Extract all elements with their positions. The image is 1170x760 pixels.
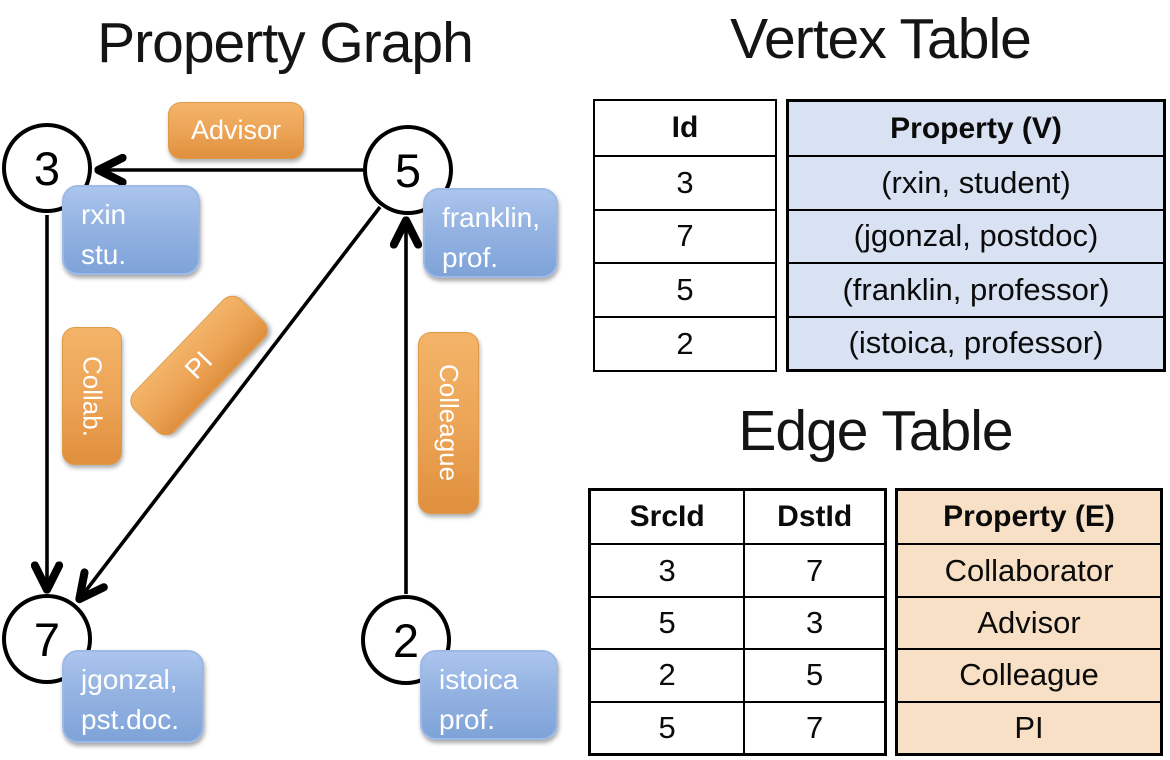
edge-label-advisor-text: Advisor (190, 115, 282, 145)
vertex-table-property-header: Property (V) (890, 111, 1062, 145)
edge-table-dstid-cell: 5 (743, 648, 884, 701)
vertex-table-id-cell: 2 (595, 316, 775, 370)
graph-edges (30, 153, 423, 604)
edge-label-collab: Collab. (62, 327, 122, 465)
edge-table-id-columns: SrcId DstId 3 7 5 3 2 5 5 7 (588, 488, 887, 756)
edge-table-dstid-cell: 7 (743, 700, 884, 753)
edge-table-dstid-header: DstId (743, 491, 884, 544)
vertex-table-property-column: Property (V) (rxin, student) (jgonzal, p… (786, 99, 1166, 372)
vertex-table-property-cell: (jgonzal, postdoc) (789, 208, 1163, 262)
vertex-label-rxin-line2: stu. (81, 239, 127, 270)
node-5-id: 5 (394, 143, 422, 197)
vertex-table-id-cell: 7 (595, 208, 775, 263)
vertex-label-jgonzal-line1: jgonzal, (81, 664, 178, 695)
vertex-table-property-cell: (franklin, professor) (789, 262, 1163, 315)
edge-table-property-header: Property (E) (943, 500, 1115, 534)
edge-label-colleague: Colleague (418, 332, 479, 514)
edge-table-property-cell: Collaborator (898, 543, 1160, 595)
edge-table-dstid-cell: 7 (743, 543, 884, 596)
edge-label-pi-text: PI (178, 345, 219, 385)
graph-node-2: 2 (361, 595, 451, 685)
edge-table-title: Edge Table (738, 399, 1013, 463)
edge-table-srcid-header: SrcId (629, 500, 705, 534)
node-7-id: 7 (33, 612, 61, 666)
edge-table-property-cell: Advisor (898, 595, 1160, 648)
vertex-label-istoica-line1: istoica (439, 664, 519, 695)
edge-pi-arrow (75, 205, 382, 604)
vertex-table-id-column: Id 3 7 5 2 (593, 99, 777, 372)
edge-table-dstid-cell: 3 (743, 595, 884, 649)
edge-table-srcid-cell: 5 (591, 700, 744, 753)
edge-table-srcid-cell: 3 (591, 543, 744, 595)
edge-table-property-cell: PI (898, 700, 1160, 753)
graph-node-5: 5 (363, 125, 453, 215)
vertex-table-property-cell: (rxin, student) (789, 155, 1163, 208)
edge-table-property-cell: Colleague (898, 648, 1160, 700)
edge-table-srcid-cell: 2 (591, 648, 744, 700)
vertex-label-franklin-line1: franklin, (442, 202, 541, 233)
vertex-table-id-cell: 3 (595, 154, 775, 209)
vertex-table-id-header: Id (671, 110, 699, 144)
edge-label-colleague-text: Colleague (434, 364, 464, 482)
vertex-label-istoica: istoica prof. (420, 650, 558, 740)
node-2-id: 2 (392, 613, 420, 667)
edge-label-collab-text: Collab. (77, 355, 108, 437)
vertex-table-id-cell: 5 (595, 262, 775, 316)
vertex-label-jgonzal-line2: pst.doc. (81, 704, 180, 735)
vertex-label-franklin-line2: prof. (442, 242, 499, 273)
node-3-id: 3 (33, 141, 61, 195)
edge-label-advisor: Advisor (168, 102, 304, 159)
vertex-label-rxin: rxin stu. (62, 185, 200, 275)
vertex-label-istoica-line2: prof. (439, 704, 496, 735)
property-graph-title: Property Graph (97, 11, 474, 75)
edge-table-srcid-cell: 5 (591, 595, 744, 648)
vertex-label-rxin-line1: rxin (81, 199, 127, 230)
edge-table-property-column: Property (E) Collaborator Advisor Collea… (895, 488, 1163, 756)
vertex-table-title: Vertex Table (730, 7, 1032, 71)
vertex-label-franklin: franklin, prof. (423, 188, 558, 278)
vertex-table-property-cell: (istoica, professor) (789, 315, 1163, 369)
vertex-label-jgonzal: jgonzal, pst.doc. (62, 650, 204, 743)
